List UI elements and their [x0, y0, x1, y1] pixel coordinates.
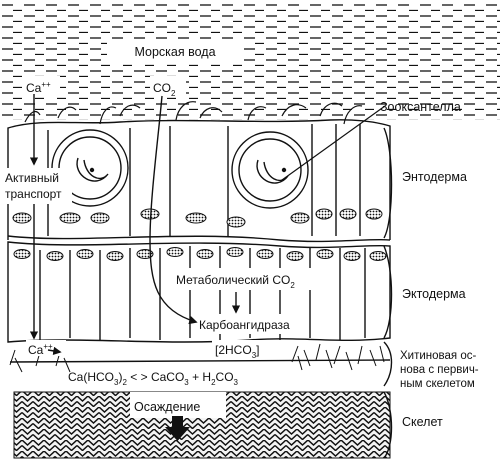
zooxanthellae-leader-line: [281, 105, 386, 181]
ectoderm-nuclei: [13, 247, 387, 261]
layer-bracket: [383, 127, 393, 459]
zooxanthellae-label: Зооксантелла: [380, 100, 461, 114]
calcium-ion-top-label: Ca++: [26, 80, 51, 95]
skeleton-label: Скелет: [402, 415, 443, 429]
metabolic-co2-label: Метаболический CO2: [176, 273, 295, 290]
sea-water-region: Морская вода Ca++ CO2: [0, 0, 500, 120]
ectoderm-label: Эктодерма: [402, 287, 466, 301]
calcium-flow-arrows: [29, 94, 62, 356]
chitin-base-line: [9, 359, 391, 363]
endoderm-nuclei: [12, 208, 383, 228]
carbonic-anhydrase-label: Карбоангидраза: [199, 318, 290, 332]
chitin-base-fibers: [9, 343, 385, 373]
active-transport-label-line2: транспорт: [5, 187, 62, 201]
bicarbonate-label: [2HCO3]: [215, 343, 259, 360]
chitin-base-label-line3: ным скелетом: [400, 378, 475, 390]
carbonate-equation: Ca(HCO3)2 < > CaCO3 + H2CO3: [68, 370, 239, 387]
surface-mucus-strands: [24, 101, 363, 125]
precipitation-arrow-icon: [165, 416, 190, 441]
calcium-ion-bottom-label: Ca++: [28, 342, 53, 357]
ectoderm-layer: [7, 241, 391, 343]
chitin-base-label-line2: нова с первич-: [400, 364, 479, 376]
co2-flow-arrows: [149, 95, 241, 325]
endoderm-layer: [7, 119, 391, 243]
active-transport-label-line1: Активный: [5, 171, 59, 185]
zooxanthella-cell-right: [231, 131, 309, 209]
chitin-base-label-line1: Хитиновая ос-: [400, 350, 476, 362]
precipitation-label: Осаждение: [134, 400, 200, 414]
co2-top-label: CO2: [153, 81, 176, 98]
endoderm-label: Энтодерма: [402, 170, 467, 184]
sea-water-label: Морская вода: [134, 45, 215, 59]
